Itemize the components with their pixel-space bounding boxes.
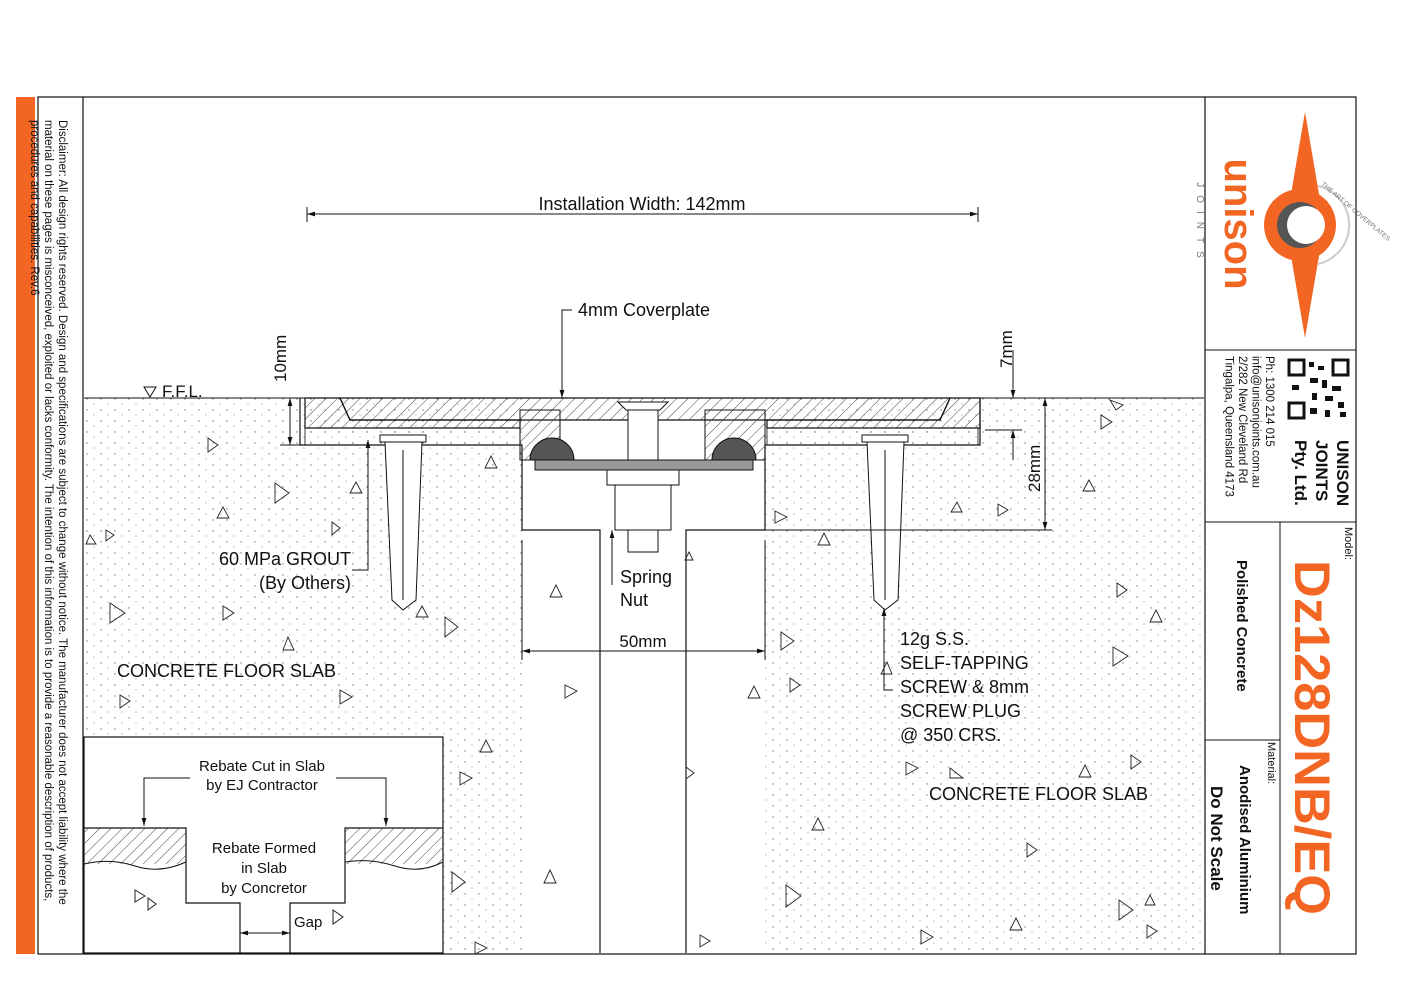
material-value: Anodised Aluminium — [1236, 765, 1253, 914]
screw-plug-left — [379, 434, 427, 611]
ffl-label: F.F.L. — [162, 382, 203, 401]
disclaimer-line-1: Disclaimer: All design rights reserved. … — [56, 120, 68, 905]
model-number: Dz128DNB/EQ — [1284, 560, 1340, 915]
concrete-slab-right-label: CONCRETE FLOOR SLAB — [929, 784, 1148, 804]
logo-wordmark: unison — [1216, 158, 1260, 289]
grout-by-others: (By Others) — [259, 573, 351, 593]
screw-label-4: SCREW PLUG — [900, 701, 1021, 721]
screw-label-2: SELF-TAPPING — [900, 653, 1029, 673]
logo-sub: JOINTS — [1194, 182, 1205, 266]
company-address-1: 2/282 New Cleveland Rd — [1236, 356, 1248, 483]
model-label: Model: — [1342, 527, 1354, 560]
concrete-slab-left-label: CONCRETE FLOOR SLAB — [117, 661, 336, 681]
company-phone: Ph: 1300 214 015 — [1263, 356, 1275, 447]
gap-label: Gap — [294, 914, 322, 931]
company-email: info@unisonjoints.com.au — [1250, 356, 1262, 488]
screw-label-3: SCREW & 8mm — [900, 677, 1029, 697]
qr-code — [1286, 358, 1350, 420]
disclaimer-line-3: procedures and capabilities. Rev.6 — [28, 120, 40, 296]
dim-7mm: 7mm — [997, 330, 1016, 368]
rebate-formed-label-2: in Slab — [241, 860, 287, 877]
unison-logo: unison JOINTS THE ART OF COVERPLATES — [1194, 112, 1392, 338]
nut-label: Nut — [620, 590, 648, 610]
screw-plug-right — [861, 434, 909, 611]
rebate-cut-label-2: by EJ Contractor — [206, 777, 318, 794]
scale-note: Do Not Scale — [1207, 786, 1226, 891]
disclaimer-line-2: material on these pages is misconceived,… — [42, 120, 54, 901]
material-label: Material: — [1265, 742, 1277, 784]
grout-label: 60 MPa GROUT — [219, 549, 351, 569]
dim-28mm: 28mm — [1025, 445, 1044, 492]
dim-10mm: 10mm — [271, 335, 290, 382]
brand-stripe — [16, 97, 35, 954]
company-name-3: Pty. Ltd. — [1291, 440, 1310, 506]
screw-label-5: @ 350 CRS. — [900, 725, 1001, 745]
spring-label: Spring — [620, 567, 672, 587]
company-address-2: Tingalpa, Queensland 4173 — [1223, 356, 1235, 497]
company-name-1: UNISON — [1333, 440, 1352, 506]
sheet-border — [37, 96, 1357, 955]
company-name-2: JOINTS — [1312, 440, 1331, 501]
rebate-formed-label-1: Rebate Formed — [212, 840, 316, 857]
concrete-slab-right — [765, 398, 1204, 953]
rebate-cut-label-1: Rebate Cut in Slab — [199, 758, 325, 775]
screw-label-1: 12g S.S. — [900, 629, 969, 649]
rebate-formed-label-3: by Concretor — [221, 880, 307, 897]
rebate-inset — [83, 736, 444, 954]
coverplate-label: 4mm Coverplate — [578, 300, 710, 320]
finish-label: Polished Concrete — [1233, 560, 1250, 692]
installation-width-label: Installation Width: 142mm — [538, 194, 745, 214]
dim-50mm: 50mm — [619, 632, 666, 651]
